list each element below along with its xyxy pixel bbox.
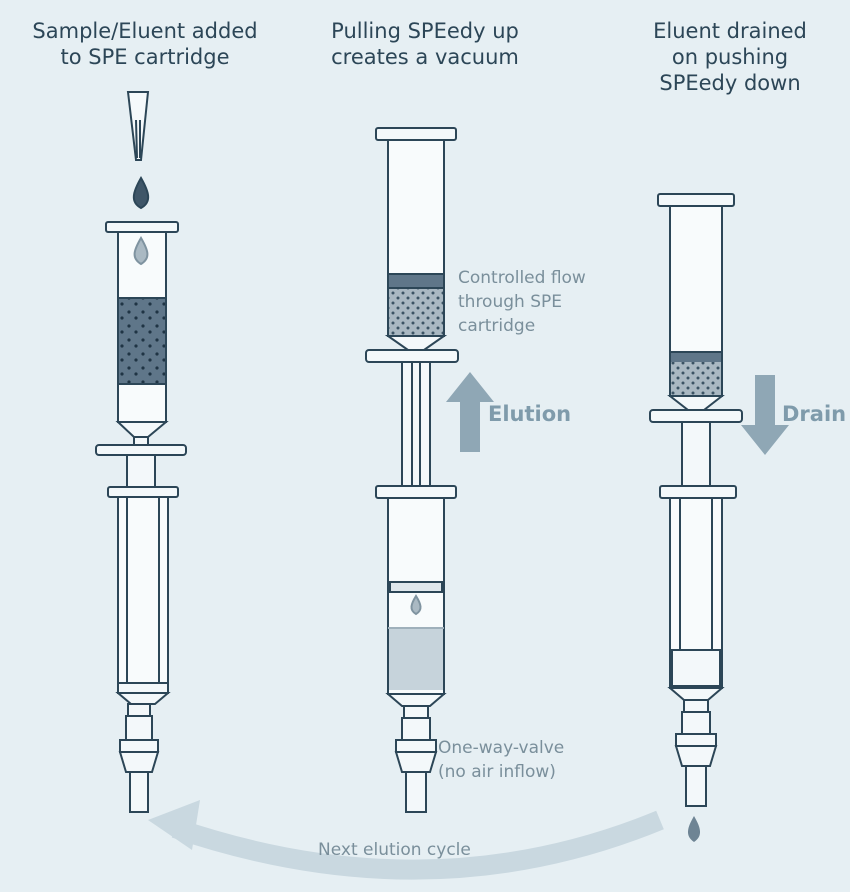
elution-arrow xyxy=(446,372,494,452)
next-cycle-label: Next elution cycle xyxy=(318,840,471,860)
stage-3-syringe xyxy=(649,193,743,842)
drain-label: Drain xyxy=(782,402,847,426)
pipette-tip xyxy=(126,91,150,161)
stage-3-title: Eluent drained on pushing SPEedy down xyxy=(653,19,807,95)
falling-drop xyxy=(132,175,150,210)
drained-drop xyxy=(687,816,701,842)
one-way-valve-1 xyxy=(118,703,160,813)
cartridge-flange-3 xyxy=(657,193,735,207)
controlled-flow-label: Controlled flow through SPE cartridge xyxy=(458,268,586,336)
one-way-valve-2 xyxy=(394,705,438,813)
stage-2-title: Pulling SPEedy up creates a vacuum xyxy=(331,19,519,69)
drip-drop xyxy=(410,594,422,616)
cartridge-flange-2 xyxy=(375,127,457,141)
one-way-valve-3 xyxy=(674,699,718,807)
stage-2-syringe xyxy=(365,127,459,813)
syringe-flange-3 xyxy=(649,409,743,423)
cartridge-tip xyxy=(115,421,169,438)
next-cycle-arrow xyxy=(148,800,664,880)
collected-eluent xyxy=(389,628,443,690)
syringe-flange-2 xyxy=(365,349,459,363)
syringe-flange xyxy=(95,444,187,456)
syringe-barrel xyxy=(117,496,169,684)
elution-label: Elution xyxy=(488,402,572,426)
drain-arrow xyxy=(741,375,789,455)
cartridge-flange xyxy=(105,221,179,233)
valve-label: One-way-valve (no air inflow) xyxy=(438,738,565,782)
drop-in-cartridge xyxy=(133,236,149,266)
stage-1-syringe xyxy=(95,91,187,813)
stage-1-title: Sample/Eluent added to SPE cartridge xyxy=(32,19,258,69)
